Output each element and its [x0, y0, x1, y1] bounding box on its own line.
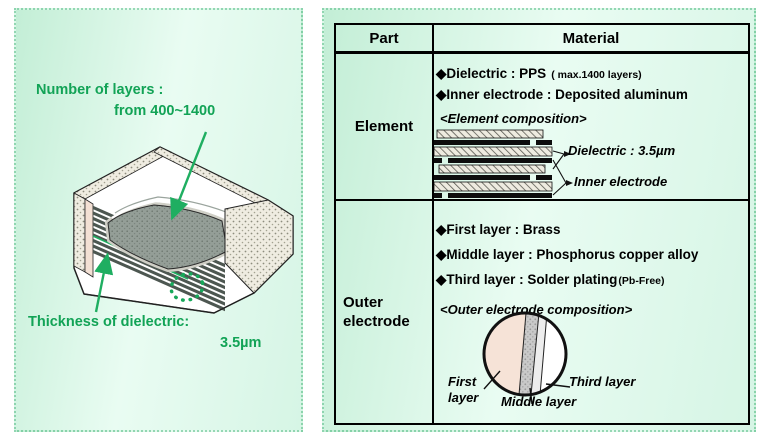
dielectric-thickness-label: Dielectric : 3.5µm — [568, 143, 676, 158]
bullet-item: ◆Third layer : Solder plating(Pb-Free) — [436, 267, 746, 294]
right-panel: Part Material Element Outer electrode ◆D… — [322, 8, 756, 432]
bullet-text: Dielectric : PPS — [446, 66, 547, 81]
diamond-bullet-icon: ◆ — [436, 87, 447, 102]
diamond-bullet-icon: ◆ — [436, 222, 447, 237]
material-cell-element: ◆Dielectric : PPS( max.1400 layers) ◆Inn… — [434, 54, 748, 199]
arrow-thickness-icon — [94, 252, 114, 313]
header-part: Part — [369, 29, 399, 47]
bullet-note: (Pb-Free) — [618, 275, 665, 287]
arrowhead-icon — [566, 180, 573, 186]
element-composition-caption: <Element composition> — [440, 111, 587, 126]
thickness-annotation: Thickness of dielectric: 3.5µm — [28, 312, 261, 354]
arrowhead-icon — [564, 151, 571, 157]
left-termination — [84, 198, 94, 278]
plating-bands — [485, 314, 548, 394]
bullet-item: ◆Middle layer : Phosphorus copper alloy — [436, 242, 746, 267]
arrow-number-of-layers-icon — [170, 131, 208, 221]
column-divider — [432, 25, 434, 423]
bullet-note: ( max.1400 layers) — [551, 69, 642, 81]
spec-table: Part Material Element Outer electrode ◆D… — [334, 23, 750, 425]
outer-electrode-dotted-circle — [169, 272, 205, 302]
capacitor-3d-illustration — [73, 131, 294, 314]
diamond-bullet-icon: ◆ — [436, 66, 447, 81]
element-composition-diagram — [434, 129, 573, 198]
header-divider — [336, 51, 748, 54]
row-divider — [336, 199, 748, 201]
outer-bullets: ◆First layer : Brass ◆Middle layer : Pho… — [436, 201, 746, 294]
left-shell — [73, 192, 86, 273]
label-line: First — [448, 374, 477, 389]
annotation-line: Thickness of dielectric: — [28, 314, 190, 330]
bullet-item: ◆First layer : Brass — [436, 217, 746, 242]
material-cell-outer-electrode: ◆First layer : Brass ◆Middle layer : Pho… — [434, 201, 748, 423]
outer-composition-caption: <Outer electrode composition> — [440, 302, 633, 317]
inner-electrode-label: Inner electrode — [574, 174, 668, 189]
part-cell-outer-electrode: Outer electrode — [343, 294, 410, 330]
label-line: layer — [448, 390, 479, 405]
number-of-layers-annotation: Number of layers : from 400~1400 — [36, 80, 215, 122]
part-cell-element: Element — [354, 118, 414, 135]
annotation-line: Number of layers : — [36, 82, 164, 98]
header-material: Material — [562, 29, 620, 47]
first-layer-band — [485, 314, 526, 394]
bullet-item: ◆Dielectric : PPS ( max.1400 layers) — [436, 64, 746, 85]
outer-electrode-composition-diagram — [482, 311, 571, 405]
annotation-line: from 400~1400 — [114, 103, 216, 119]
left-panel: Number of layers : from 400~1400 Thickne… — [14, 8, 303, 432]
third-layer-band — [531, 314, 547, 394]
bullet-text: First layer : Brass — [446, 222, 561, 237]
third-layer-label: Third layer — [569, 374, 636, 389]
bullet-text: Third layer : Solder plating — [446, 272, 618, 287]
leader-lines — [483, 370, 571, 405]
annotation-line: 3.5µm — [220, 335, 262, 351]
bullet-item: ◆Inner electrode : Deposited aluminum — [436, 85, 746, 105]
bullet-text: Inner electrode : Deposited aluminum — [446, 87, 688, 102]
diamond-bullet-icon: ◆ — [436, 272, 447, 287]
middle-layer-band — [519, 314, 539, 394]
first-layer-label: First layer — [448, 374, 478, 406]
leader-lines — [552, 150, 567, 196]
inner-electrode-layers — [434, 140, 552, 198]
diamond-bullet-icon: ◆ — [436, 247, 447, 262]
element-bullets: ◆Dielectric : PPS( max.1400 layers) ◆Inn… — [436, 54, 746, 105]
bullet-text: Middle layer : Phosphorus copper alloy — [446, 247, 699, 262]
dielectric-layers — [434, 129, 553, 192]
middle-layer-label: Middle layer — [501, 394, 577, 409]
chip-body — [73, 146, 294, 314]
